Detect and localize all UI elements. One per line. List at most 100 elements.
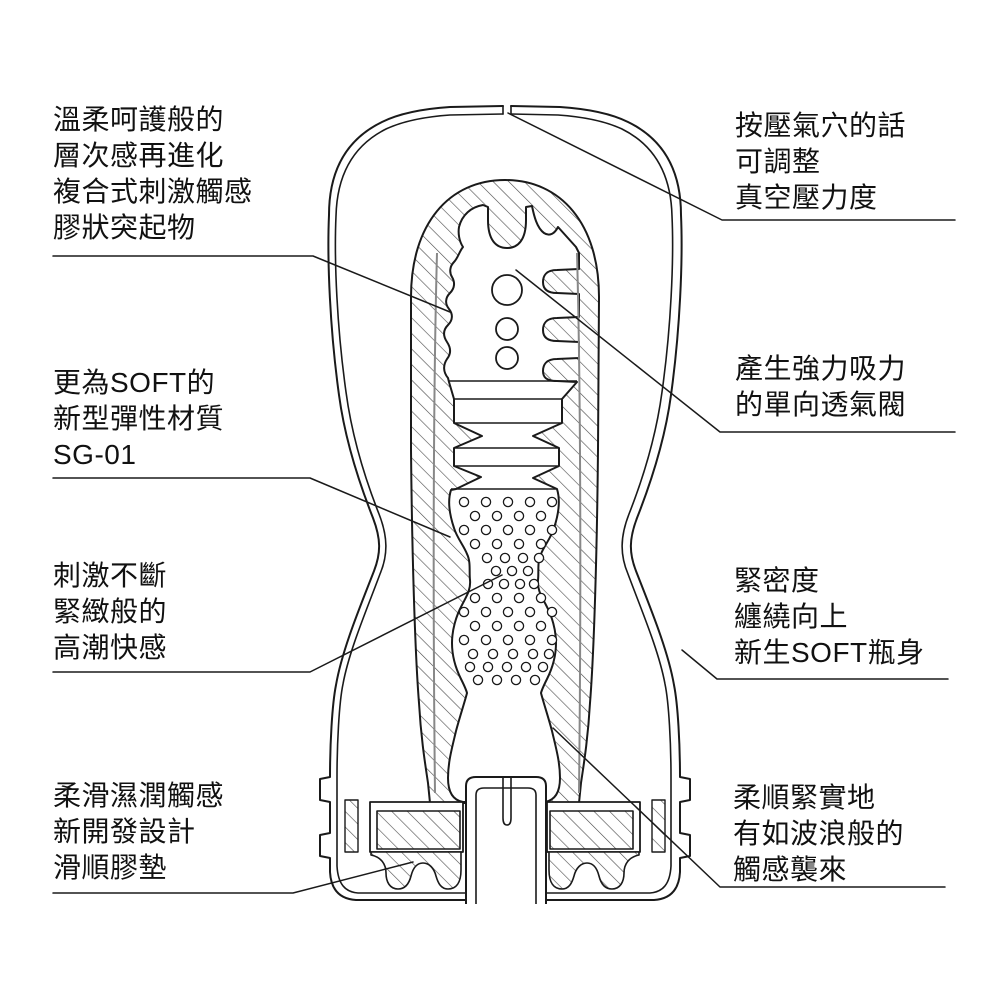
base-channel <box>465 776 547 904</box>
gel-pad-left <box>376 810 461 850</box>
label-line: 新開發設計 <box>53 816 196 847</box>
nub-dot <box>510 674 522 686</box>
nub-dot <box>482 661 494 673</box>
label-gel-protrusions: 溫柔呵護般的 層次感再進化 複合式刺激觸感 膠狀突起物 <box>53 102 253 246</box>
nub-dot <box>502 496 514 508</box>
nub-dot <box>469 538 481 550</box>
nub-dot <box>537 661 549 673</box>
nub-dot <box>480 606 492 618</box>
label-line: 緊緻般的 <box>53 596 168 627</box>
nub-dot <box>513 510 525 522</box>
nub-dot <box>469 620 481 632</box>
nub-dot <box>524 606 536 618</box>
label-tight-sensation: 刺激不斷 緊緻般的 高潮快感 <box>53 558 167 666</box>
nub-dot <box>491 510 503 522</box>
nub-dot <box>458 606 470 618</box>
label-line: 高潮快感 <box>53 632 168 663</box>
label-line: 纏繞向上 <box>734 601 849 632</box>
label-line: 滑順膠墊 <box>53 852 168 883</box>
label-air-hole: 按壓氣穴的話 可調整 真空壓力度 <box>735 108 906 216</box>
nub-dot <box>499 552 511 564</box>
label-line: 刺激不斷 <box>53 560 168 591</box>
nub-dot <box>524 496 536 508</box>
callout-top-right <box>507 112 956 221</box>
label-line: SG-01 <box>53 439 137 470</box>
gel-cushion-right <box>548 851 640 890</box>
nub-dot <box>491 592 503 604</box>
dot-texture <box>458 496 558 686</box>
gel-pad-right <box>549 810 634 850</box>
nub-dot <box>464 661 476 673</box>
label-smooth-gel-pad: 柔滑濕潤觸感 新開發設計 滑順膠墊 <box>53 778 224 886</box>
nub-dot <box>520 661 532 673</box>
nub-dot <box>546 634 558 646</box>
nub-dot <box>517 552 529 564</box>
nub-dot <box>535 538 547 550</box>
nub-dot <box>469 510 481 522</box>
label-line: 新型彈性材質 <box>53 403 225 434</box>
label-line: 膠狀突起物 <box>53 212 196 243</box>
callout-top-left <box>52 255 451 313</box>
nub-dot <box>467 648 479 660</box>
label-line: 觸感襲來 <box>733 854 848 885</box>
label-line: 可調整 <box>735 146 821 177</box>
base-assembly <box>344 776 666 904</box>
nub-dot <box>535 510 547 522</box>
nub-dot <box>513 538 525 550</box>
nub-dot <box>533 552 545 564</box>
nub-dot <box>480 496 492 508</box>
nub-dot <box>498 578 510 590</box>
callout-mid-left <box>52 477 451 538</box>
sleeve-layer-lines <box>432 252 582 794</box>
label-line: 按壓氣穴的話 <box>735 110 907 141</box>
nub-dot <box>546 496 558 508</box>
channel-slit <box>502 777 512 826</box>
callout-lower-left <box>52 574 503 673</box>
nub-dot <box>491 538 503 550</box>
air-slit <box>502 105 512 115</box>
nub-dot <box>491 674 503 686</box>
nub-dot <box>514 578 526 590</box>
nub-dot <box>487 648 499 660</box>
nub-dot <box>502 606 514 618</box>
internal-ridge-lines <box>449 380 577 490</box>
nub-dot <box>546 606 558 618</box>
nub-dot <box>458 524 470 536</box>
nub-dot <box>458 496 470 508</box>
nub-dot <box>502 634 514 646</box>
label-line: 複合式刺激觸感 <box>53 176 253 207</box>
nub-dot <box>501 661 513 673</box>
label-soft-material: 更為SOFT的 新型彈性材質 SG-01 <box>53 365 224 473</box>
callout-lines <box>52 112 956 894</box>
label-line: 緊密度 <box>734 565 820 596</box>
nub-dot <box>527 648 539 660</box>
nub-dot <box>513 620 525 632</box>
nub-dot <box>528 578 540 590</box>
inner-sleeve <box>410 179 600 804</box>
nub-dot <box>529 674 541 686</box>
nub-dot <box>480 634 492 646</box>
nub-dot <box>480 524 492 536</box>
label-line: 產生強力吸力 <box>735 353 907 384</box>
nub-dot <box>490 565 502 577</box>
valve-circles <box>491 274 523 370</box>
label-line: 新生SOFT瓶身 <box>734 637 925 668</box>
nub-dot <box>491 620 503 632</box>
nub-dot <box>522 565 534 577</box>
callout-mid-right <box>515 269 956 433</box>
callout-lower-right <box>681 649 949 680</box>
nub-dot <box>524 634 536 646</box>
label-line: 柔順緊實地 <box>733 782 876 813</box>
nub-dot <box>546 524 558 536</box>
nub-dot <box>506 565 518 577</box>
label-line: 溫柔呵護般的 <box>53 104 225 135</box>
nub-dot <box>535 620 547 632</box>
nub-dot <box>502 524 514 536</box>
label-wave-touch: 柔順緊實地 有如波浪般的 觸感襲來 <box>733 780 904 888</box>
nub-dot <box>472 674 484 686</box>
side-clip-left <box>344 799 359 853</box>
nub-dot <box>469 592 481 604</box>
nub-dot <box>458 634 470 646</box>
